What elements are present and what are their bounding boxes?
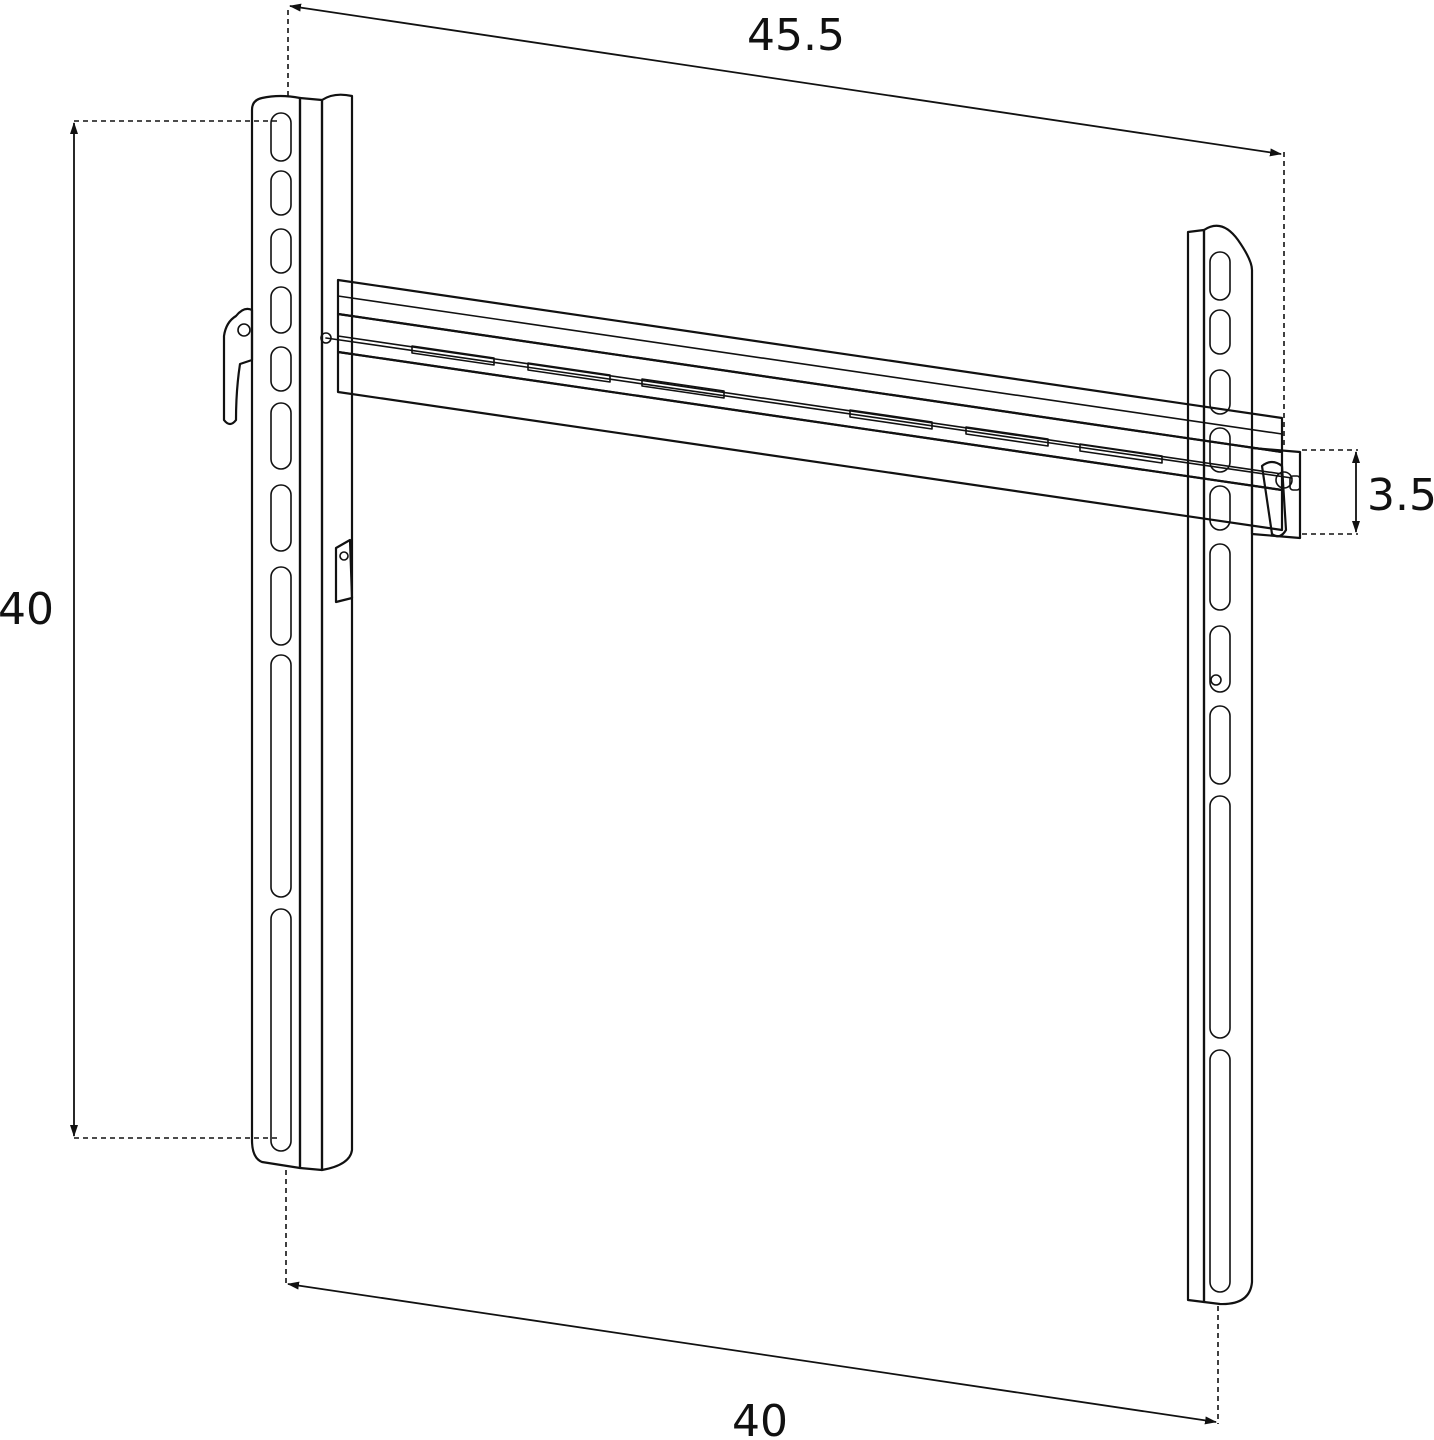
- left-upright: [222, 93, 354, 1172]
- rail-slots: [411, 345, 1163, 464]
- dimension-top-width: 45.5: [287, 3, 1285, 446]
- dimension-height-label: 40: [0, 584, 54, 635]
- dimension-depth-label: 3.5: [1367, 470, 1434, 521]
- horizontal-rail: [320, 278, 1293, 532]
- dimension-bottom-width-label: 40: [732, 1396, 788, 1440]
- left-upright-slots: [270, 112, 292, 1152]
- dimension-top-width-label: 45.5: [747, 10, 845, 61]
- dimension-height: 40: [0, 120, 280, 1139]
- right-upright-slots: [1209, 251, 1231, 1293]
- dimension-depth: 3.5: [1302, 449, 1434, 535]
- dimension-bottom-width: 40: [285, 1170, 1219, 1440]
